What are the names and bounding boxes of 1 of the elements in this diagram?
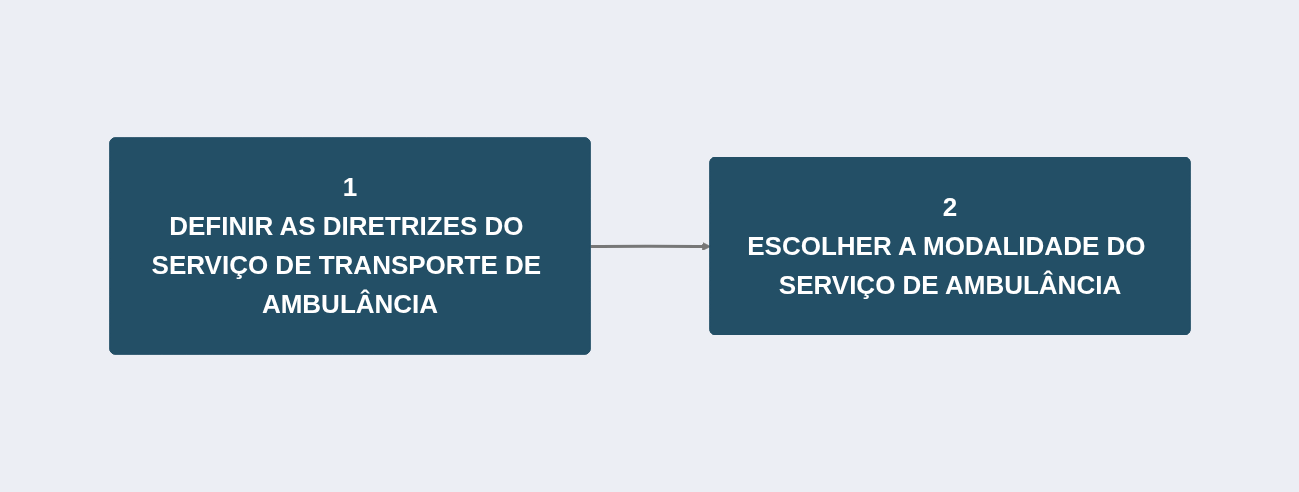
arrow (590, 242, 711, 251)
